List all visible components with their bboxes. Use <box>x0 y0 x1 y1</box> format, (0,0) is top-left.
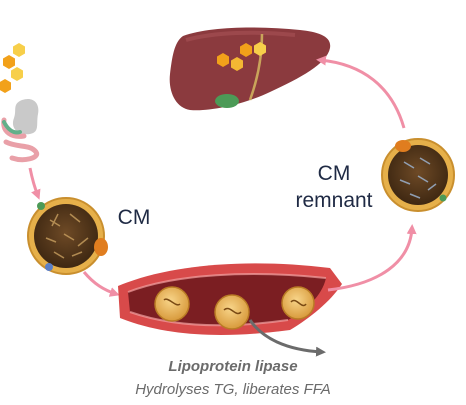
lipid-droplets <box>154 286 315 330</box>
lipid-droplet <box>281 286 315 320</box>
arrow-remnant-to-liver <box>316 55 406 129</box>
gallbladder-icon <box>215 94 239 108</box>
lipid-droplet <box>214 294 250 330</box>
arrow-gut-to-cm <box>28 167 41 200</box>
dietary-fat-hexagons <box>0 43 25 93</box>
arrow-cm-to-vessel <box>82 271 120 297</box>
enzyme-action: Hydrolyses TG, liberates FFA <box>135 381 331 398</box>
liver-fat-hexagons <box>217 42 266 71</box>
enzyme-name: Lipoprotein lipase <box>168 358 297 375</box>
arrow-vessel-to-remnant <box>327 224 417 292</box>
cm-remnant-label-line1: CM <box>318 162 351 185</box>
liver-icon <box>169 27 331 111</box>
stomach-icon <box>12 98 39 135</box>
chylomicron-particle <box>27 197 108 275</box>
cm-remnant-particle <box>381 138 455 212</box>
lipid-droplet <box>154 286 190 322</box>
lipolysis-arrow <box>248 319 326 357</box>
cm-remnant-label-line2: remnant <box>295 189 372 212</box>
cm-label: CM <box>118 206 151 229</box>
